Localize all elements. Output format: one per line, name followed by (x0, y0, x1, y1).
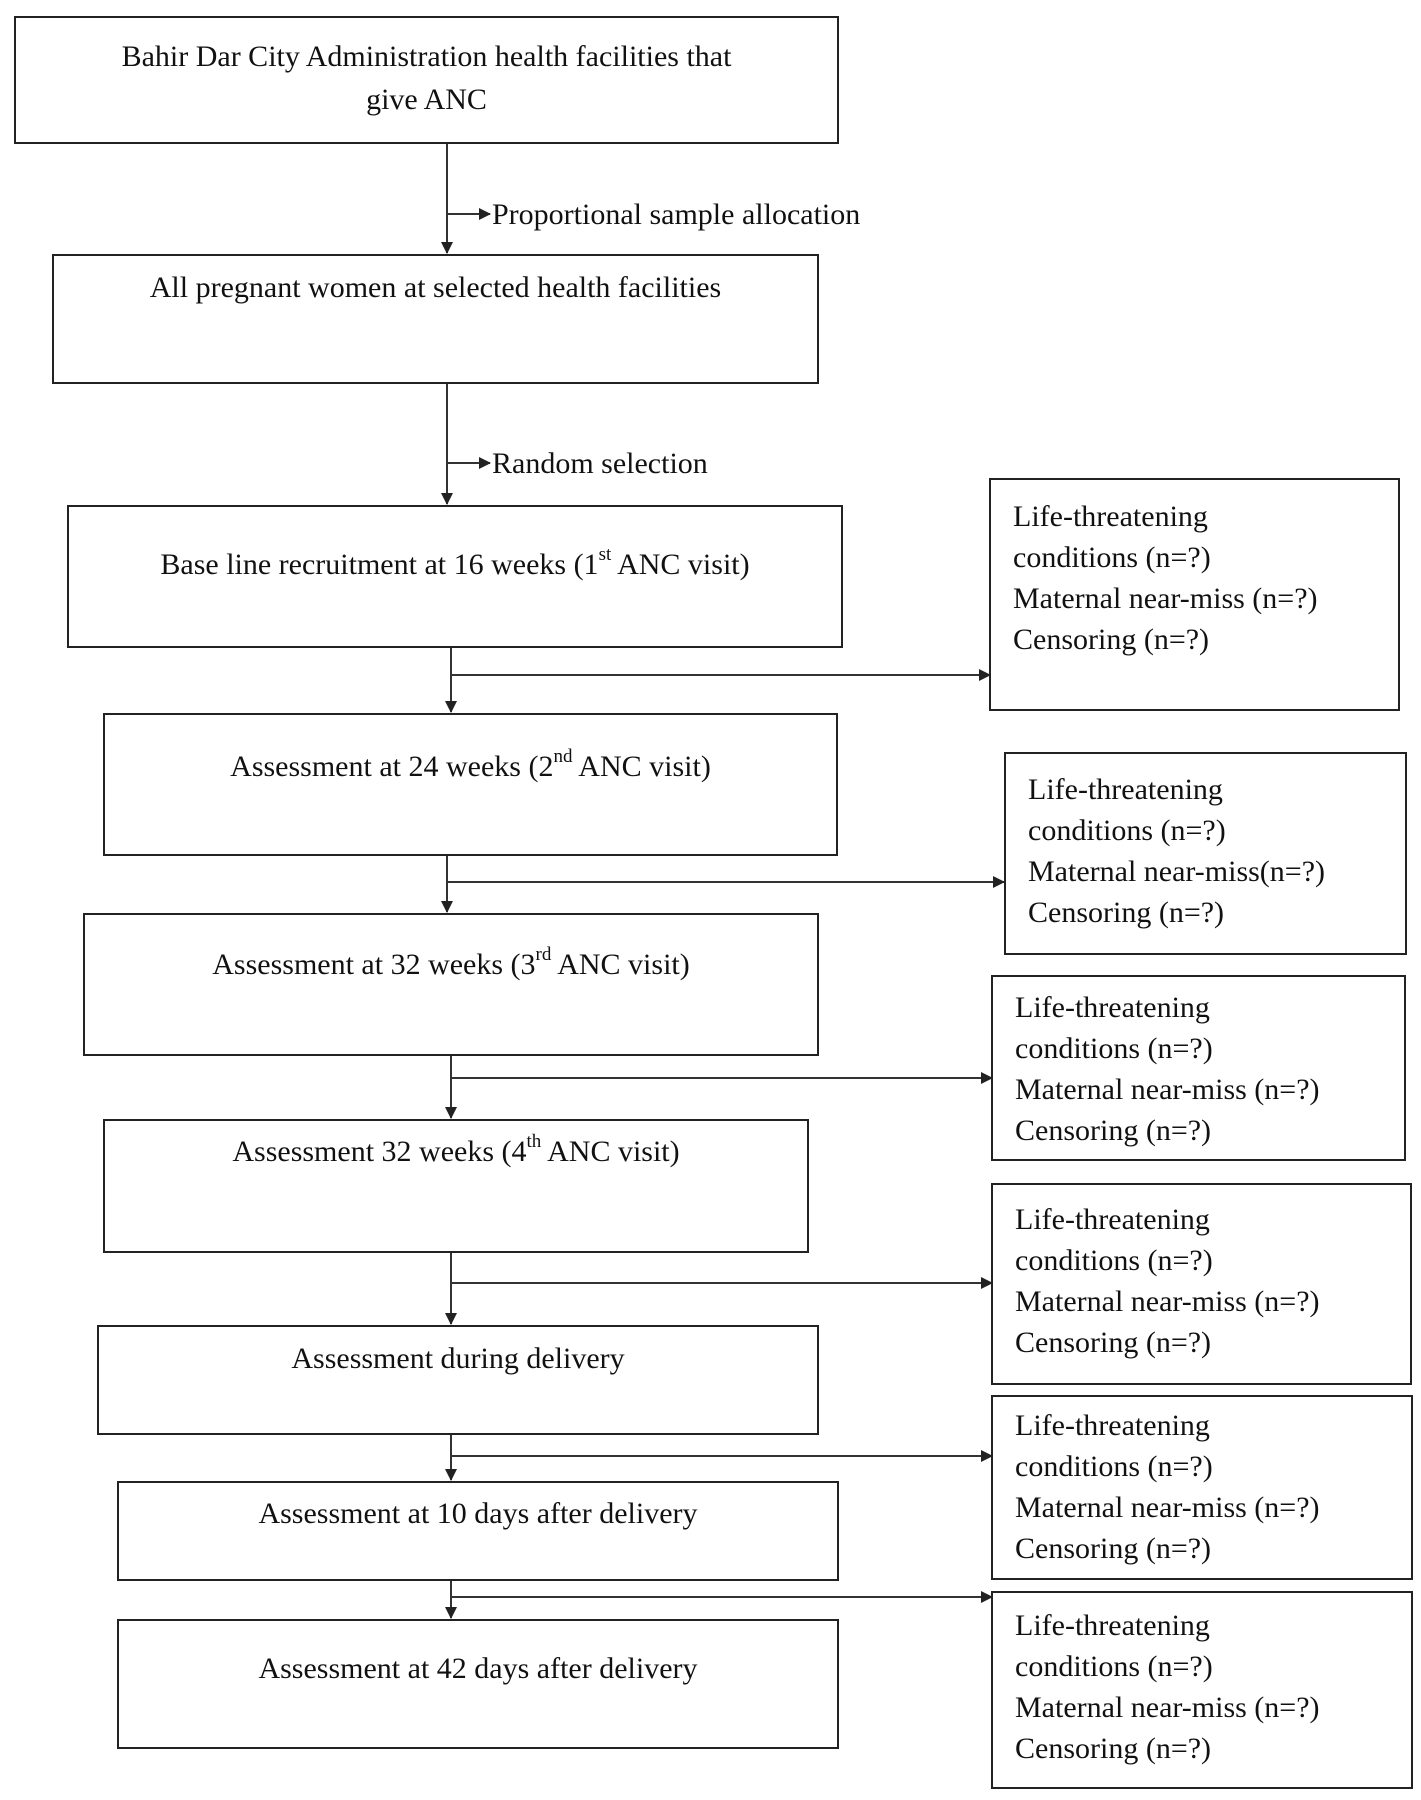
node-day10-text: Assessment at 10 days after delivery (258, 1497, 698, 1530)
outcome-text: Censoring (n=?) (1015, 1732, 1212, 1765)
node-week32-text: Assessment at 32 weeks (3rd ANC visit) (212, 944, 690, 981)
outcome-text: conditions (n=?) (1015, 1450, 1213, 1483)
outcome-text: Maternal near-miss(n=?) (1028, 855, 1326, 888)
outcome-text: conditions (n=?) (1015, 1032, 1213, 1065)
outcome-box-4: Life-threatening conditions (n=?) Matern… (991, 1183, 1412, 1385)
node-baseline-text: Base line recruitment at 16 weeks (1st A… (160, 544, 750, 581)
outcome-box-2: Life-threatening conditions (n=?) Matern… (1004, 752, 1407, 955)
node-day10: Assessment at 10 days after delivery (117, 1481, 839, 1581)
outcome-text: Maternal near-miss (n=?) (1015, 1285, 1320, 1318)
outcome-box-6: Life-threatening conditions (n=?) Matern… (991, 1591, 1413, 1789)
outcome-box-1: Life-threatening conditions (n=?) Matern… (989, 478, 1400, 711)
outcome-text: conditions (n=?) (1015, 1244, 1213, 1277)
outcome-box-5: Life-threatening conditions (n=?) Matern… (991, 1395, 1413, 1580)
outcome-box-3: Life-threatening conditions (n=?) Matern… (991, 975, 1406, 1161)
outcome-text: Maternal near-miss (n=?) (1015, 1691, 1320, 1724)
node-week32b: Assessment 32 weeks (4th ANC visit) (103, 1119, 809, 1253)
label-random-selection: Random selection (492, 447, 708, 480)
node-pregnant-text: All pregnant women at selected health fa… (149, 271, 722, 304)
outcome-text: Censoring (n=?) (1015, 1326, 1212, 1359)
outcome-text: Life-threatening (1015, 991, 1210, 1024)
node-day42-text: Assessment at 42 days after delivery (258, 1652, 698, 1685)
outcome-text: Censoring (n=?) (1013, 623, 1210, 656)
outcome-text: Censoring (n=?) (1015, 1532, 1212, 1565)
node-facilities: Bahir Dar City Administration health fac… (14, 16, 839, 144)
node-week32: Assessment at 32 weeks (3rd ANC visit) (83, 913, 819, 1056)
outcome-text: conditions (n=?) (1028, 814, 1226, 847)
node-week32b-text: Assessment 32 weeks (4th ANC visit) (232, 1131, 680, 1168)
outcome-text: Life-threatening (1013, 500, 1208, 533)
node-pregnant: All pregnant women at selected health fa… (52, 254, 819, 384)
node-delivery-text: Assessment during delivery (291, 1342, 625, 1375)
outcome-text: Maternal near-miss (n=?) (1013, 582, 1318, 615)
node-day42: Assessment at 42 days after delivery (117, 1619, 839, 1749)
outcome-text: Censoring (n=?) (1015, 1114, 1212, 1147)
node-week24-text: Assessment at 24 weeks (2nd ANC visit) (230, 746, 711, 783)
outcome-text: Life-threatening (1015, 1203, 1210, 1236)
outcome-text: Censoring (n=?) (1028, 896, 1225, 929)
node-delivery: Assessment during delivery (97, 1325, 819, 1435)
node-week24: Assessment at 24 weeks (2nd ANC visit) (103, 713, 838, 856)
outcome-text: Maternal near-miss (n=?) (1015, 1491, 1320, 1524)
node-facilities-line2: give ANC (366, 83, 487, 116)
node-facilities-line1: Bahir Dar City Administration health fac… (121, 40, 732, 73)
outcome-text: conditions (n=?) (1013, 541, 1211, 574)
outcome-text: Life-threatening (1015, 1609, 1210, 1642)
outcome-text: Life-threatening (1028, 773, 1223, 806)
outcome-text: Maternal near-miss (n=?) (1015, 1073, 1320, 1106)
outcome-text: conditions (n=?) (1015, 1650, 1213, 1683)
node-baseline: Base line recruitment at 16 weeks (1st A… (67, 505, 843, 648)
label-proportional-allocation: Proportional sample allocation (492, 198, 861, 231)
outcome-text: Life-threatening (1015, 1409, 1210, 1442)
